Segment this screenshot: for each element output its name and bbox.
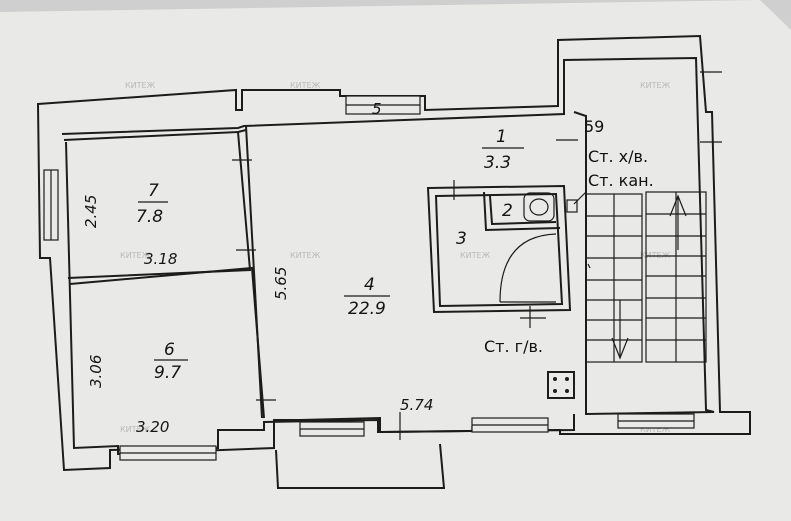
dimension-room4-width: 5.74 [400, 396, 433, 414]
riser-notes: 59 Ст. х/в. Ст. кан. Ст. г/в. [484, 117, 654, 356]
dimension-room6-width: 3.20 [136, 418, 169, 436]
dimension-room6-height: 3.06 [87, 355, 105, 388]
watermark: КИТЕЖ [290, 81, 321, 90]
toilet-icon [523, 192, 555, 222]
riser-sewer-label: Ст. кан. [588, 171, 654, 190]
dimension-room4-height: 5.65 [272, 267, 290, 300]
room-number: 5 [372, 100, 382, 118]
wall-ticks [232, 71, 722, 440]
interior-walls [63, 125, 591, 419]
arrow-up-icon [669, 194, 687, 250]
watermark: КИТЕЖ [640, 425, 671, 434]
windows [43, 95, 695, 461]
watermark: КИТЕЖ [120, 251, 151, 260]
room-number: 2 [502, 201, 513, 221]
dimension-room7-height: 2.45 [82, 195, 100, 228]
room-area: 7.8 [136, 207, 163, 227]
balcony [275, 443, 446, 489]
watermark: КИТЕЖ [120, 425, 151, 434]
room-number: 1 [496, 127, 507, 147]
room-number: 7 [148, 181, 159, 201]
room-area: 9.7 [154, 363, 181, 383]
room-area: 3.3 [484, 153, 511, 173]
watermark: КИТЕЖ [290, 251, 321, 260]
room-area: 22.9 [348, 299, 386, 319]
watermark: КИТЕЖ [640, 81, 671, 90]
watermark: КИТЕЖ [125, 81, 156, 90]
riser-cold-water-label: Ст. х/в. [588, 147, 648, 166]
room-number: 3 [456, 229, 467, 249]
dimension-labels: 2.45 3.18 3.06 3.20 5.65 5.74 [82, 195, 433, 436]
staircase [585, 191, 707, 363]
dimension-room7-width: 3.18 [144, 250, 177, 268]
room-labels: 7 7.8 6 9.7 4 22.9 1 3.3 2 3 5 [136, 100, 524, 383]
room-number: 6 [164, 340, 175, 360]
watermark: КИТЕЖ [460, 251, 491, 260]
riser-hot-water-label: Ст. г/в. [484, 337, 543, 356]
stair-number: 59 [584, 117, 604, 136]
arrow-down-icon [611, 300, 629, 360]
riser-marker [566, 199, 578, 213]
stove-icon [547, 371, 575, 399]
room-number: 4 [364, 275, 375, 295]
